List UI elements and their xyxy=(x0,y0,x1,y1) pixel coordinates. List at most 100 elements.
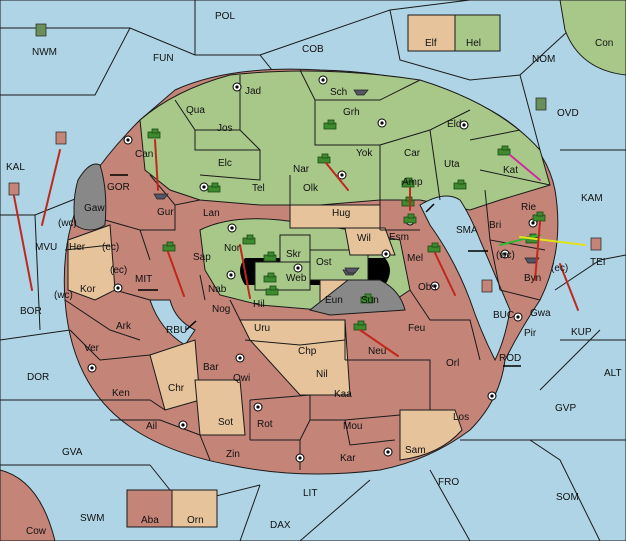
label-mel: Mel xyxy=(407,253,423,264)
army-icon xyxy=(532,211,546,222)
fleet-icon xyxy=(353,89,369,96)
label-rbu: RBU xyxy=(166,325,187,336)
label-alt: ALT xyxy=(604,368,622,379)
fleet-icon xyxy=(153,193,169,200)
label-sot: Sot xyxy=(218,417,233,428)
label-tei: TEI xyxy=(590,257,606,268)
label-gor: GOR xyxy=(107,182,130,193)
province-gaw[interactable] xyxy=(73,163,107,231)
label-obs: Obs xyxy=(418,282,436,293)
flag-icon xyxy=(55,131,67,145)
label-coast-ec-kor: (ec) xyxy=(110,265,127,276)
label-hug: Hug xyxy=(332,208,350,219)
label-mvu: MVU xyxy=(35,242,57,253)
province-her-kor[interactable] xyxy=(67,224,116,301)
passage-arrows xyxy=(110,174,521,367)
label-byn: Byn xyxy=(524,273,541,284)
army-icon xyxy=(242,234,256,245)
label-ovd: OVD xyxy=(557,108,579,119)
label-elc: Elc xyxy=(218,158,232,169)
label-nar: Nar xyxy=(293,164,310,175)
label-nor: Nor xyxy=(224,243,241,254)
flag-icon xyxy=(590,237,602,251)
label-coast-wc-kor: (wc) xyxy=(54,290,73,301)
label-jad: Jad xyxy=(245,86,261,97)
label-ost: Ost xyxy=(316,257,332,268)
province-hel[interactable] xyxy=(454,14,501,52)
label-gur: Gur xyxy=(157,207,174,218)
province-elf[interactable] xyxy=(407,14,456,52)
label-kal: KAL xyxy=(6,162,25,173)
label-web: Web xyxy=(286,273,307,284)
label-fro: FRO xyxy=(438,477,459,488)
label-rot: Rot xyxy=(257,419,273,430)
label-cow: Cow xyxy=(26,526,47,537)
label-amp: Amp xyxy=(402,177,423,188)
label-sun: Sun xyxy=(361,295,379,306)
label-coast-wc-her: (wc) xyxy=(58,218,77,229)
label-orl: Orl xyxy=(446,358,459,369)
label-con: Con xyxy=(595,38,613,49)
flag-icon xyxy=(481,279,493,293)
label-bri: Bri xyxy=(489,220,501,231)
label-esm: Esm xyxy=(389,232,409,243)
label-kor: Kor xyxy=(80,284,96,295)
army-icon xyxy=(453,179,467,190)
label-tel: Tel xyxy=(252,183,265,194)
army-icon xyxy=(207,182,221,193)
order-arrows xyxy=(13,139,586,357)
supply-centers xyxy=(87,75,538,463)
province-skr[interactable] xyxy=(279,234,311,264)
label-aba: Aba xyxy=(141,515,159,526)
province-orn[interactable] xyxy=(171,489,218,528)
label-nwm: NWM xyxy=(32,47,57,58)
label-sap: Sap xyxy=(193,252,211,263)
army-icon xyxy=(323,119,337,130)
label-sch: Sch xyxy=(330,87,347,98)
label-zin: Zin xyxy=(226,449,240,460)
label-her: Her xyxy=(69,242,86,253)
label-gva: GVA xyxy=(62,447,83,458)
label-kaa: Kaa xyxy=(334,389,352,400)
label-qwi: Qwi xyxy=(233,373,250,384)
label-bar: Bar xyxy=(203,362,219,373)
fleet-icon xyxy=(344,267,360,274)
label-uta: Uta xyxy=(444,159,460,170)
label-gaw: Gaw xyxy=(84,203,105,214)
label-los: Los xyxy=(453,412,469,423)
label-sam: Sam xyxy=(405,445,426,456)
label-mit: MIT xyxy=(135,274,152,285)
fleet-icon xyxy=(524,257,540,264)
label-buc: BUC xyxy=(493,310,514,321)
army-icon xyxy=(317,153,331,164)
label-kat: Kat xyxy=(503,165,518,176)
army-icon xyxy=(263,251,277,262)
province-wil[interactable] xyxy=(344,227,396,256)
label-grh: Grh xyxy=(343,107,360,118)
label-uru: Uru xyxy=(254,323,270,334)
sea-sma-channel xyxy=(419,195,511,362)
army-icon xyxy=(265,285,279,296)
province-borders xyxy=(64,69,551,470)
flag-icon xyxy=(8,182,20,196)
label-eld: Eld xyxy=(447,119,461,130)
label-gvp: GVP xyxy=(555,403,576,414)
label-feu: Feu xyxy=(408,323,425,334)
label-neu: Neu xyxy=(368,346,386,357)
label-gwa: Gwa xyxy=(530,308,551,319)
label-skr: Skr xyxy=(286,249,302,260)
label-bor: BOR xyxy=(20,306,42,317)
province-sun[interactable] xyxy=(308,279,406,316)
label-dor: DOR xyxy=(27,372,49,383)
sea-rbu-channel xyxy=(149,299,196,346)
province-sot[interactable] xyxy=(194,379,246,436)
region-north xyxy=(139,70,551,211)
label-nog: Nog xyxy=(212,304,230,315)
label-wil: Wil xyxy=(357,233,371,244)
label-kam: KAM xyxy=(581,193,603,204)
province-sam[interactable] xyxy=(399,409,463,461)
label-fun: FUN xyxy=(153,53,174,64)
label-yok: Yok xyxy=(356,148,373,159)
